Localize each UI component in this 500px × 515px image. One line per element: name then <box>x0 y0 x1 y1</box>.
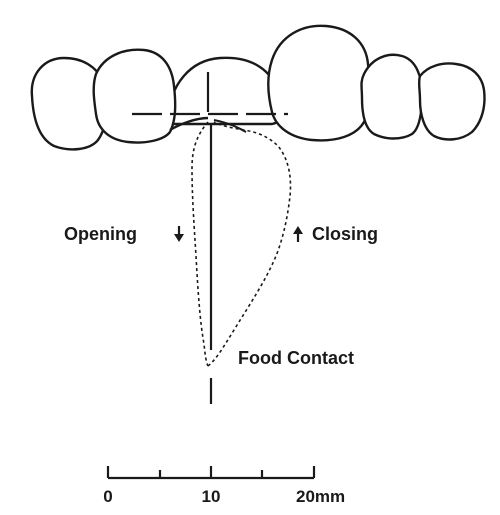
teeth-row <box>32 26 485 150</box>
chewing-path <box>170 118 291 366</box>
opening-arrow-icon <box>174 226 184 242</box>
scale-bar: 0 10 20mm <box>103 466 345 506</box>
tooth-far-right <box>419 64 484 140</box>
tooth-right-center <box>268 26 370 141</box>
direction-labels: Opening Closing Food Contact <box>64 224 378 368</box>
tooth-left <box>94 50 176 143</box>
tooth-right <box>362 55 423 139</box>
closing-label: Closing <box>312 224 378 244</box>
scale-label-0: 0 <box>103 487 112 506</box>
scale-label-10: 10 <box>202 487 221 506</box>
opening-path <box>192 122 208 366</box>
food-contact-label: Food Contact <box>238 348 354 368</box>
closing-arrow-icon <box>293 226 303 242</box>
scale-label-20: 20mm <box>296 487 345 506</box>
opening-label: Opening <box>64 224 137 244</box>
closing-path <box>208 122 291 366</box>
